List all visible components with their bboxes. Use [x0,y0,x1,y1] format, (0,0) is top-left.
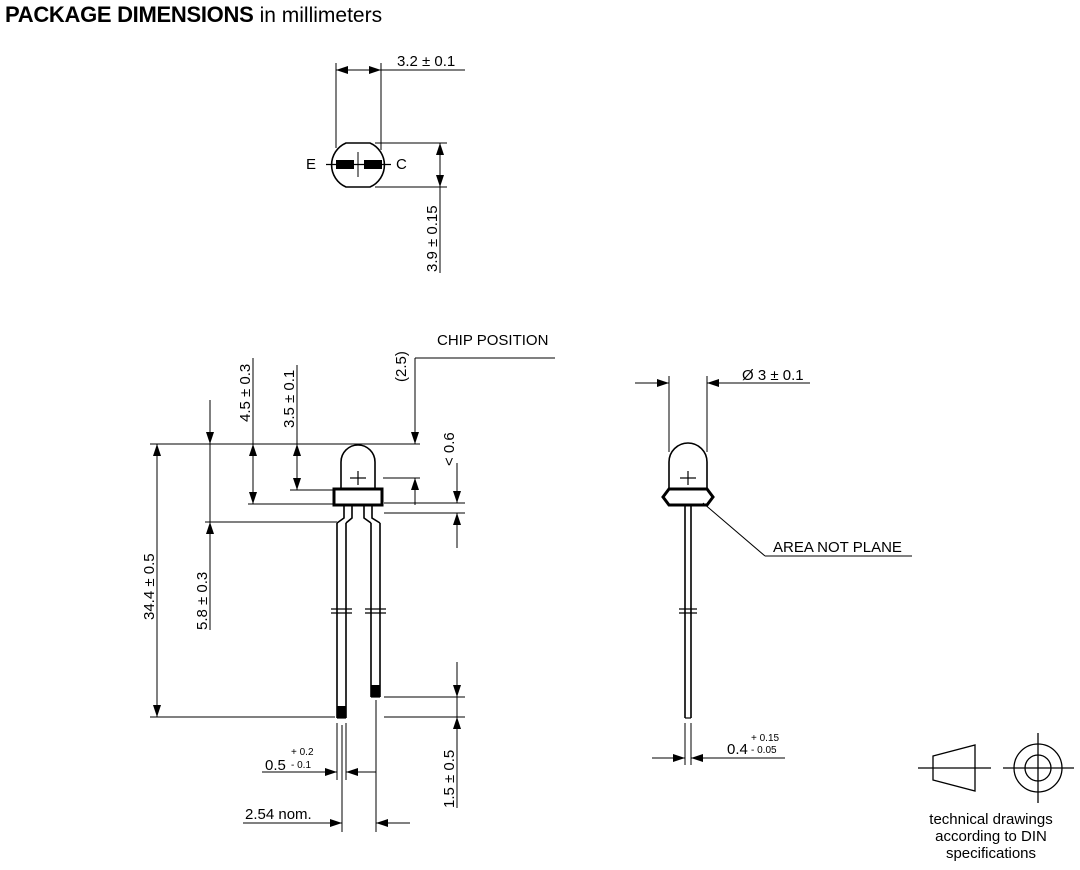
lead-thickness-plus: + 0.15 [751,733,780,744]
lead-offset-label: 1.5 ± 0.5 [441,750,458,808]
flange-gap-label: < 0.6 [441,432,458,466]
side-flange [332,487,384,507]
lead-width-minus: - 0.1 [291,760,311,771]
pitch-label: 2.54 nom. [245,806,312,823]
chip-position-label: CHIP POSITION [437,332,548,349]
chip-offset-label: (2.5) [393,351,410,382]
front-view [635,376,912,765]
area-not-plane-label: AREA NOT PLANE [773,539,902,556]
projection-symbol-icon [918,733,1074,803]
top-width-label: 3.2 ± 0.1 [397,53,455,70]
lead-width-label: 0.5 [265,757,286,774]
top-view-outline [330,142,386,188]
title-bold: PACKAGE DIMENSIONS [5,2,254,27]
lead-bend-label: 5.8 ± 0.3 [194,572,211,630]
diameter-label: Ø 3 ± 0.1 [742,367,804,384]
front-dome [668,442,708,489]
page-title: PACKAGE DIMENSIONS in millimeters [5,2,382,28]
emitter-label: E [306,156,316,173]
din-note-line3: specifications [946,845,1036,862]
side-dome [340,444,376,489]
side-view [150,357,555,832]
din-note-line1: technical drawings [929,811,1052,828]
collector-label: C [396,156,407,173]
lens-height-label: 4.5 ± 0.3 [237,364,254,422]
top-view [326,63,465,273]
dome-height-label: 3.5 ± 0.1 [281,370,298,428]
lead-thickness-label: 0.4 [727,741,748,758]
front-flange [661,487,715,507]
total-length-label: 34.4 ± 0.5 [141,553,158,620]
din-note-line2: according to DIN [935,828,1047,845]
top-height-label: 3.9 ± 0.15 [424,205,441,272]
title-unit: in millimeters [259,4,383,27]
lead-width-plus: + 0.2 [291,747,314,758]
lead-thickness-minus: - 0.05 [751,745,777,756]
